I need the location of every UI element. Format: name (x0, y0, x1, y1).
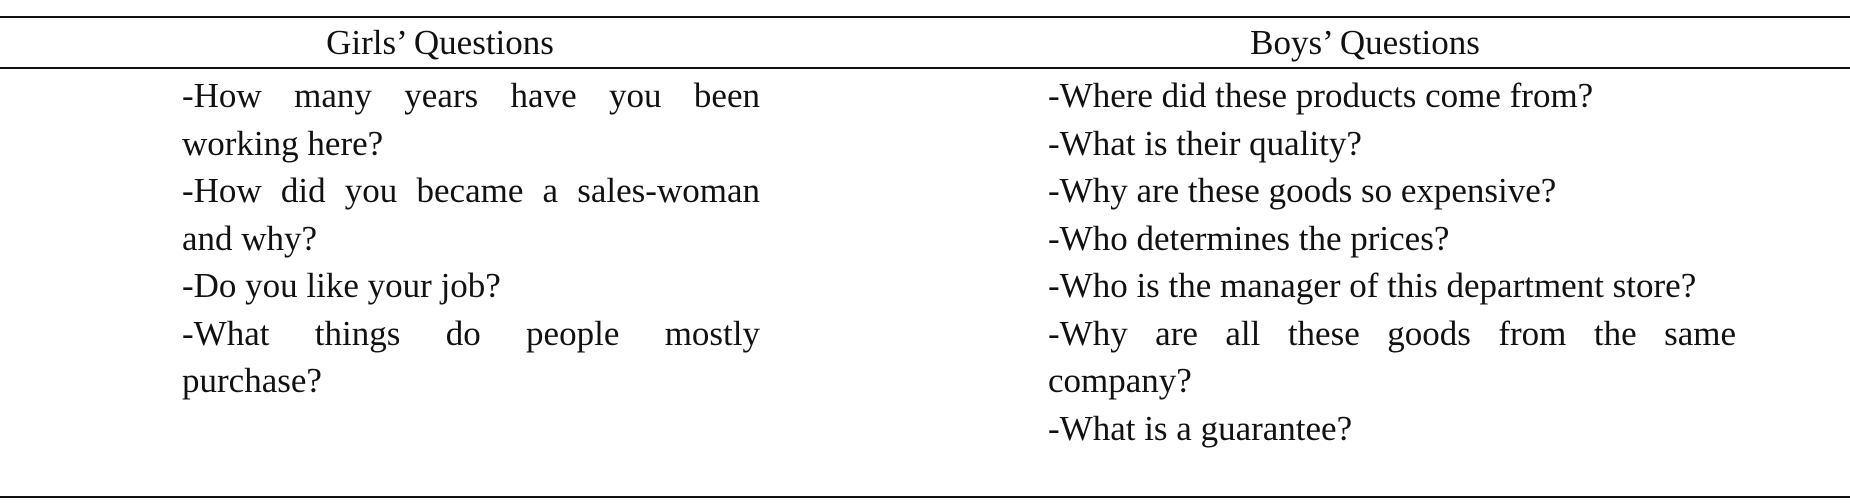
girls-questions-column: -How many years have you been working he… (182, 72, 760, 405)
boys-question: -Where did these products come from? (1048, 76, 1594, 115)
header-boys-questions: Boys’ Questions (1250, 23, 1480, 62)
boys-question: -What is a guarantee? (1048, 408, 1353, 448)
girls-question: -Do you like your job? (182, 266, 501, 305)
boys-question: -What is their quality? (1048, 123, 1362, 163)
girls-question: -What things do people mostly purchase? (182, 313, 760, 401)
girls-question: -How many years have you been working he… (182, 76, 760, 163)
boys-question: -Who determines the prices? (1048, 218, 1450, 258)
table-bottom-rule (0, 496, 1850, 498)
boys-question: -Who is the manager of this department s… (1048, 266, 1697, 305)
table-header-rule (0, 67, 1850, 69)
girls-question: -How did you became a sales-woman and wh… (182, 171, 760, 258)
boys-question: -Why are these goods so expensive? (1048, 171, 1557, 210)
boys-questions-column: -Where did these products come from? -Wh… (1048, 72, 1736, 452)
boys-question: -Why are all these goods from the same c… (1048, 313, 1736, 401)
header-girls-questions: Girls’ Questions (326, 23, 554, 62)
table-top-rule (0, 16, 1850, 18)
